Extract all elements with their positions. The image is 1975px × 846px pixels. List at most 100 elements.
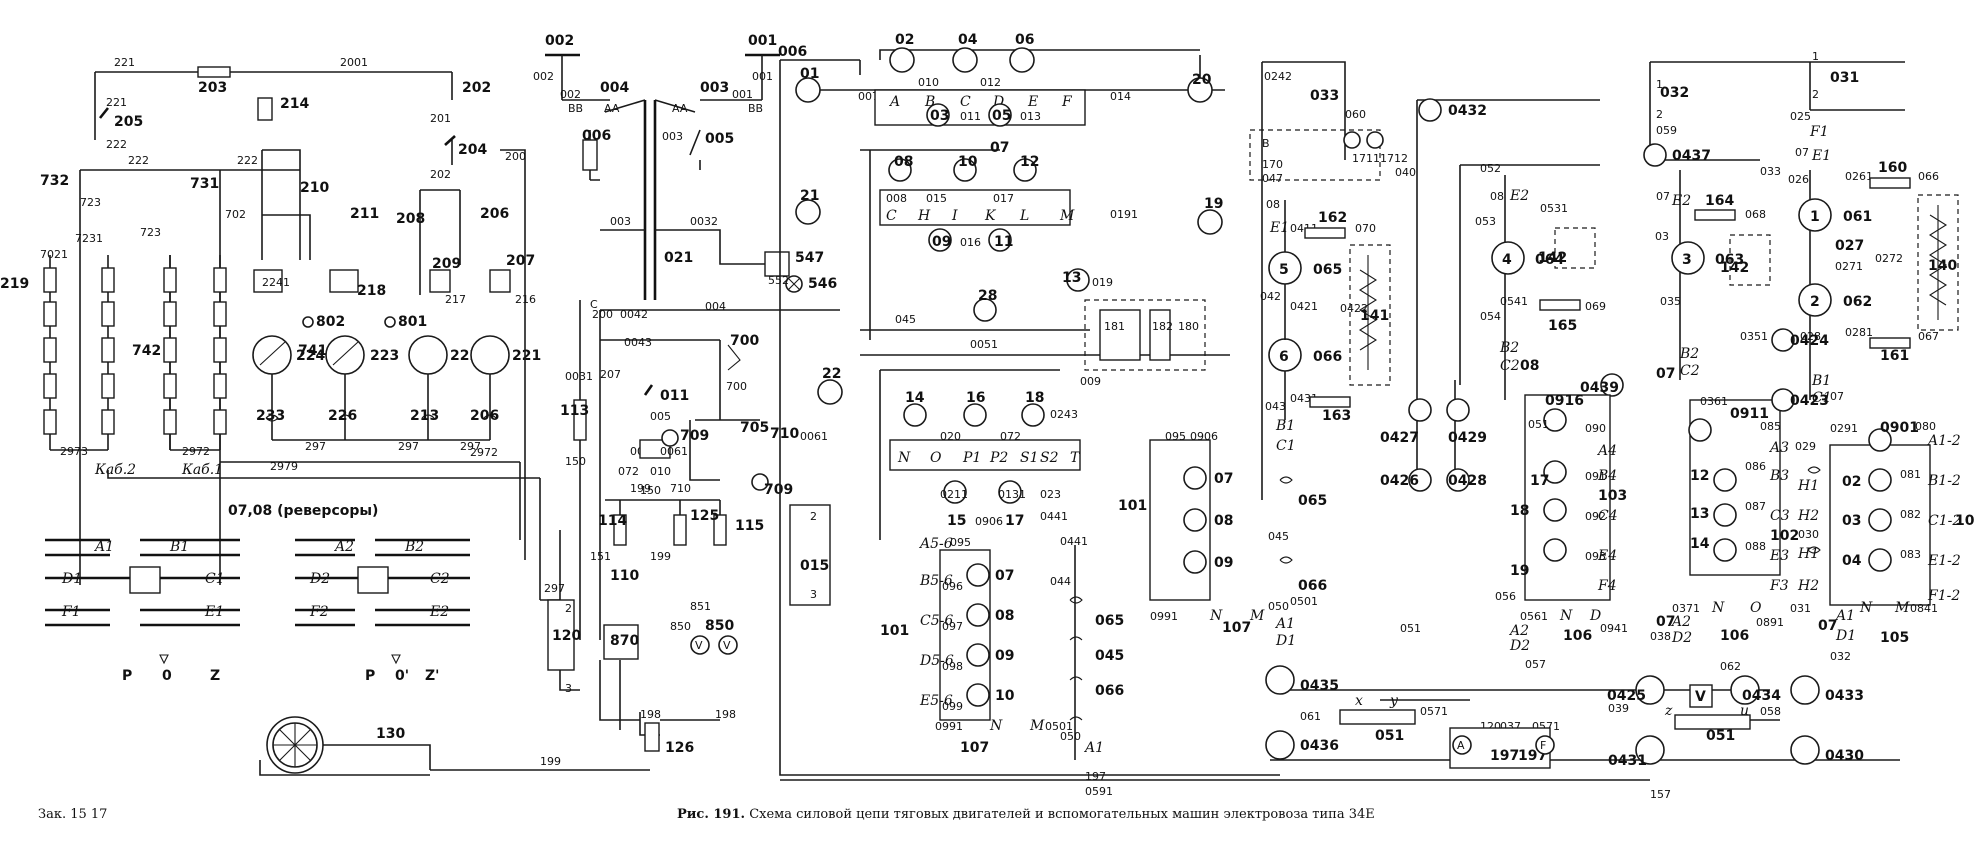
- svg-text:P2: P2: [989, 450, 1008, 466]
- svg-text:D1: D1: [1835, 628, 1856, 644]
- svg-text:A1: A1: [1083, 740, 1104, 756]
- svg-text:023: 023: [1040, 488, 1061, 501]
- svg-text:058: 058: [1760, 705, 1781, 718]
- svg-text:C5-6: C5-6: [920, 613, 953, 629]
- svg-text:6: 6: [1279, 349, 1289, 365]
- svg-text:0291: 0291: [1830, 422, 1858, 435]
- svg-text:0426: 0426: [1380, 473, 1419, 489]
- relay-0434: [1730, 675, 1760, 705]
- svg-text:08: 08: [894, 154, 913, 170]
- svg-text:F: F: [1540, 739, 1546, 752]
- relay-0435: [1265, 665, 1295, 695]
- svg-text:E1-2: E1-2: [1927, 553, 1961, 569]
- svg-text:062: 062: [1720, 660, 1741, 673]
- svg-text:T: T: [1070, 450, 1081, 466]
- svg-text:161: 161: [1880, 348, 1909, 364]
- svg-text:1: 1: [1656, 78, 1663, 91]
- svg-text:072: 072: [618, 465, 639, 478]
- svg-text:C2: C2: [1680, 363, 1700, 379]
- resistor-051: [1339, 709, 1416, 725]
- contactor-214: [257, 97, 273, 121]
- svg-text:095: 095: [950, 536, 971, 549]
- svg-text:547: 547: [795, 250, 824, 266]
- svg-text:015: 015: [800, 558, 829, 574]
- svg-text:28: 28: [978, 288, 997, 304]
- svg-text:045: 045: [1095, 648, 1124, 664]
- resistor-203: [197, 66, 231, 78]
- svg-text:032: 032: [1830, 650, 1851, 663]
- svg-text:0591: 0591: [1085, 785, 1113, 798]
- svg-text:001: 001: [732, 88, 753, 101]
- svg-text:F2: F2: [309, 604, 329, 620]
- traction-motors-group-4: 031 1 2 025 F1 07 E1 026 0261 160 066 1 …: [1788, 50, 1975, 663]
- svg-text:003: 003: [610, 215, 631, 228]
- svg-text:V: V: [723, 639, 731, 652]
- svg-text:221: 221: [512, 348, 541, 364]
- relay-0433: [1790, 675, 1820, 705]
- svg-text:05: 05: [992, 108, 1011, 124]
- svg-text:0131: 0131: [998, 488, 1026, 501]
- cable-label-2: Каб.2: [94, 462, 136, 478]
- svg-text:E2: E2: [1671, 193, 1691, 209]
- svg-text:013: 013: [1020, 110, 1041, 123]
- svg-text:V: V: [1695, 689, 1706, 705]
- svg-text:027: 027: [1835, 238, 1864, 254]
- svg-text:200: 200: [592, 308, 613, 321]
- svg-text:025: 025: [1790, 110, 1811, 123]
- svg-text:091: 091: [1585, 470, 1606, 483]
- svg-text:206: 206: [470, 408, 499, 424]
- svg-text:Z: Z: [210, 668, 220, 684]
- contactor-13: [1066, 268, 1090, 292]
- contactor-19: [1197, 209, 1223, 235]
- svg-text:045: 045: [895, 313, 916, 326]
- svg-text:051: 051: [1375, 728, 1404, 744]
- svg-text:150: 150: [565, 455, 586, 468]
- svg-text:S2: S2: [1040, 450, 1059, 466]
- svg-text:0991: 0991: [935, 720, 963, 733]
- svg-text:C2: C2: [430, 571, 450, 587]
- svg-text:E2: E2: [429, 604, 449, 620]
- svg-text:AA: AA: [672, 102, 688, 115]
- svg-text:2: 2: [810, 510, 817, 523]
- svg-text:197: 197: [1490, 748, 1519, 764]
- svg-text:0061: 0061: [800, 430, 828, 443]
- svg-text:B1: B1: [1275, 418, 1295, 434]
- svg-text:181: 181: [1104, 320, 1125, 333]
- svg-text:208: 208: [396, 211, 425, 227]
- svg-text:199: 199: [650, 550, 671, 563]
- svg-text:723: 723: [140, 226, 161, 239]
- power-circuit-schematic: 221 2001 203 221 205 222 202 201 204 202…: [0, 32, 1975, 800]
- svg-text:0541: 0541: [1500, 295, 1528, 308]
- svg-text:2972: 2972: [182, 445, 210, 458]
- svg-text:700: 700: [730, 333, 759, 349]
- svg-text:0051: 0051: [970, 338, 998, 351]
- svg-text:006: 006: [778, 44, 807, 60]
- svg-text:D1: D1: [61, 571, 82, 587]
- svg-text:731: 731: [190, 176, 219, 192]
- svg-text:A: A: [1457, 739, 1465, 752]
- svg-text:035: 035: [1660, 295, 1681, 308]
- svg-text:0433: 0433: [1825, 688, 1864, 704]
- svg-text:198: 198: [715, 708, 736, 721]
- pantograph-001: 001: [748, 33, 777, 49]
- svg-text:008: 008: [886, 192, 907, 205]
- svg-text:552: 552: [768, 274, 789, 287]
- svg-text:150: 150: [640, 484, 661, 497]
- svg-text:2973: 2973: [60, 445, 88, 458]
- svg-text:029: 029: [1795, 440, 1816, 453]
- relay-0423: [1771, 388, 1795, 412]
- svg-text:08: 08: [1490, 190, 1504, 203]
- svg-text:0043: 0043: [624, 336, 652, 349]
- svg-text:297: 297: [305, 440, 326, 453]
- svg-text:B1: B1: [169, 539, 189, 555]
- relay-0432: [1418, 98, 1442, 122]
- figure-number: Рис. 191.: [677, 807, 746, 822]
- svg-text:053: 053: [1475, 215, 1496, 228]
- aux-motor-222: 222: [408, 335, 479, 375]
- svg-text:04: 04: [1842, 553, 1862, 569]
- svg-text:M: M: [1894, 600, 1910, 616]
- svg-text:3: 3: [565, 682, 572, 695]
- heater-chain-742: [43, 255, 171, 451]
- svg-text:031: 031: [1790, 602, 1811, 615]
- svg-text:004: 004: [600, 80, 629, 96]
